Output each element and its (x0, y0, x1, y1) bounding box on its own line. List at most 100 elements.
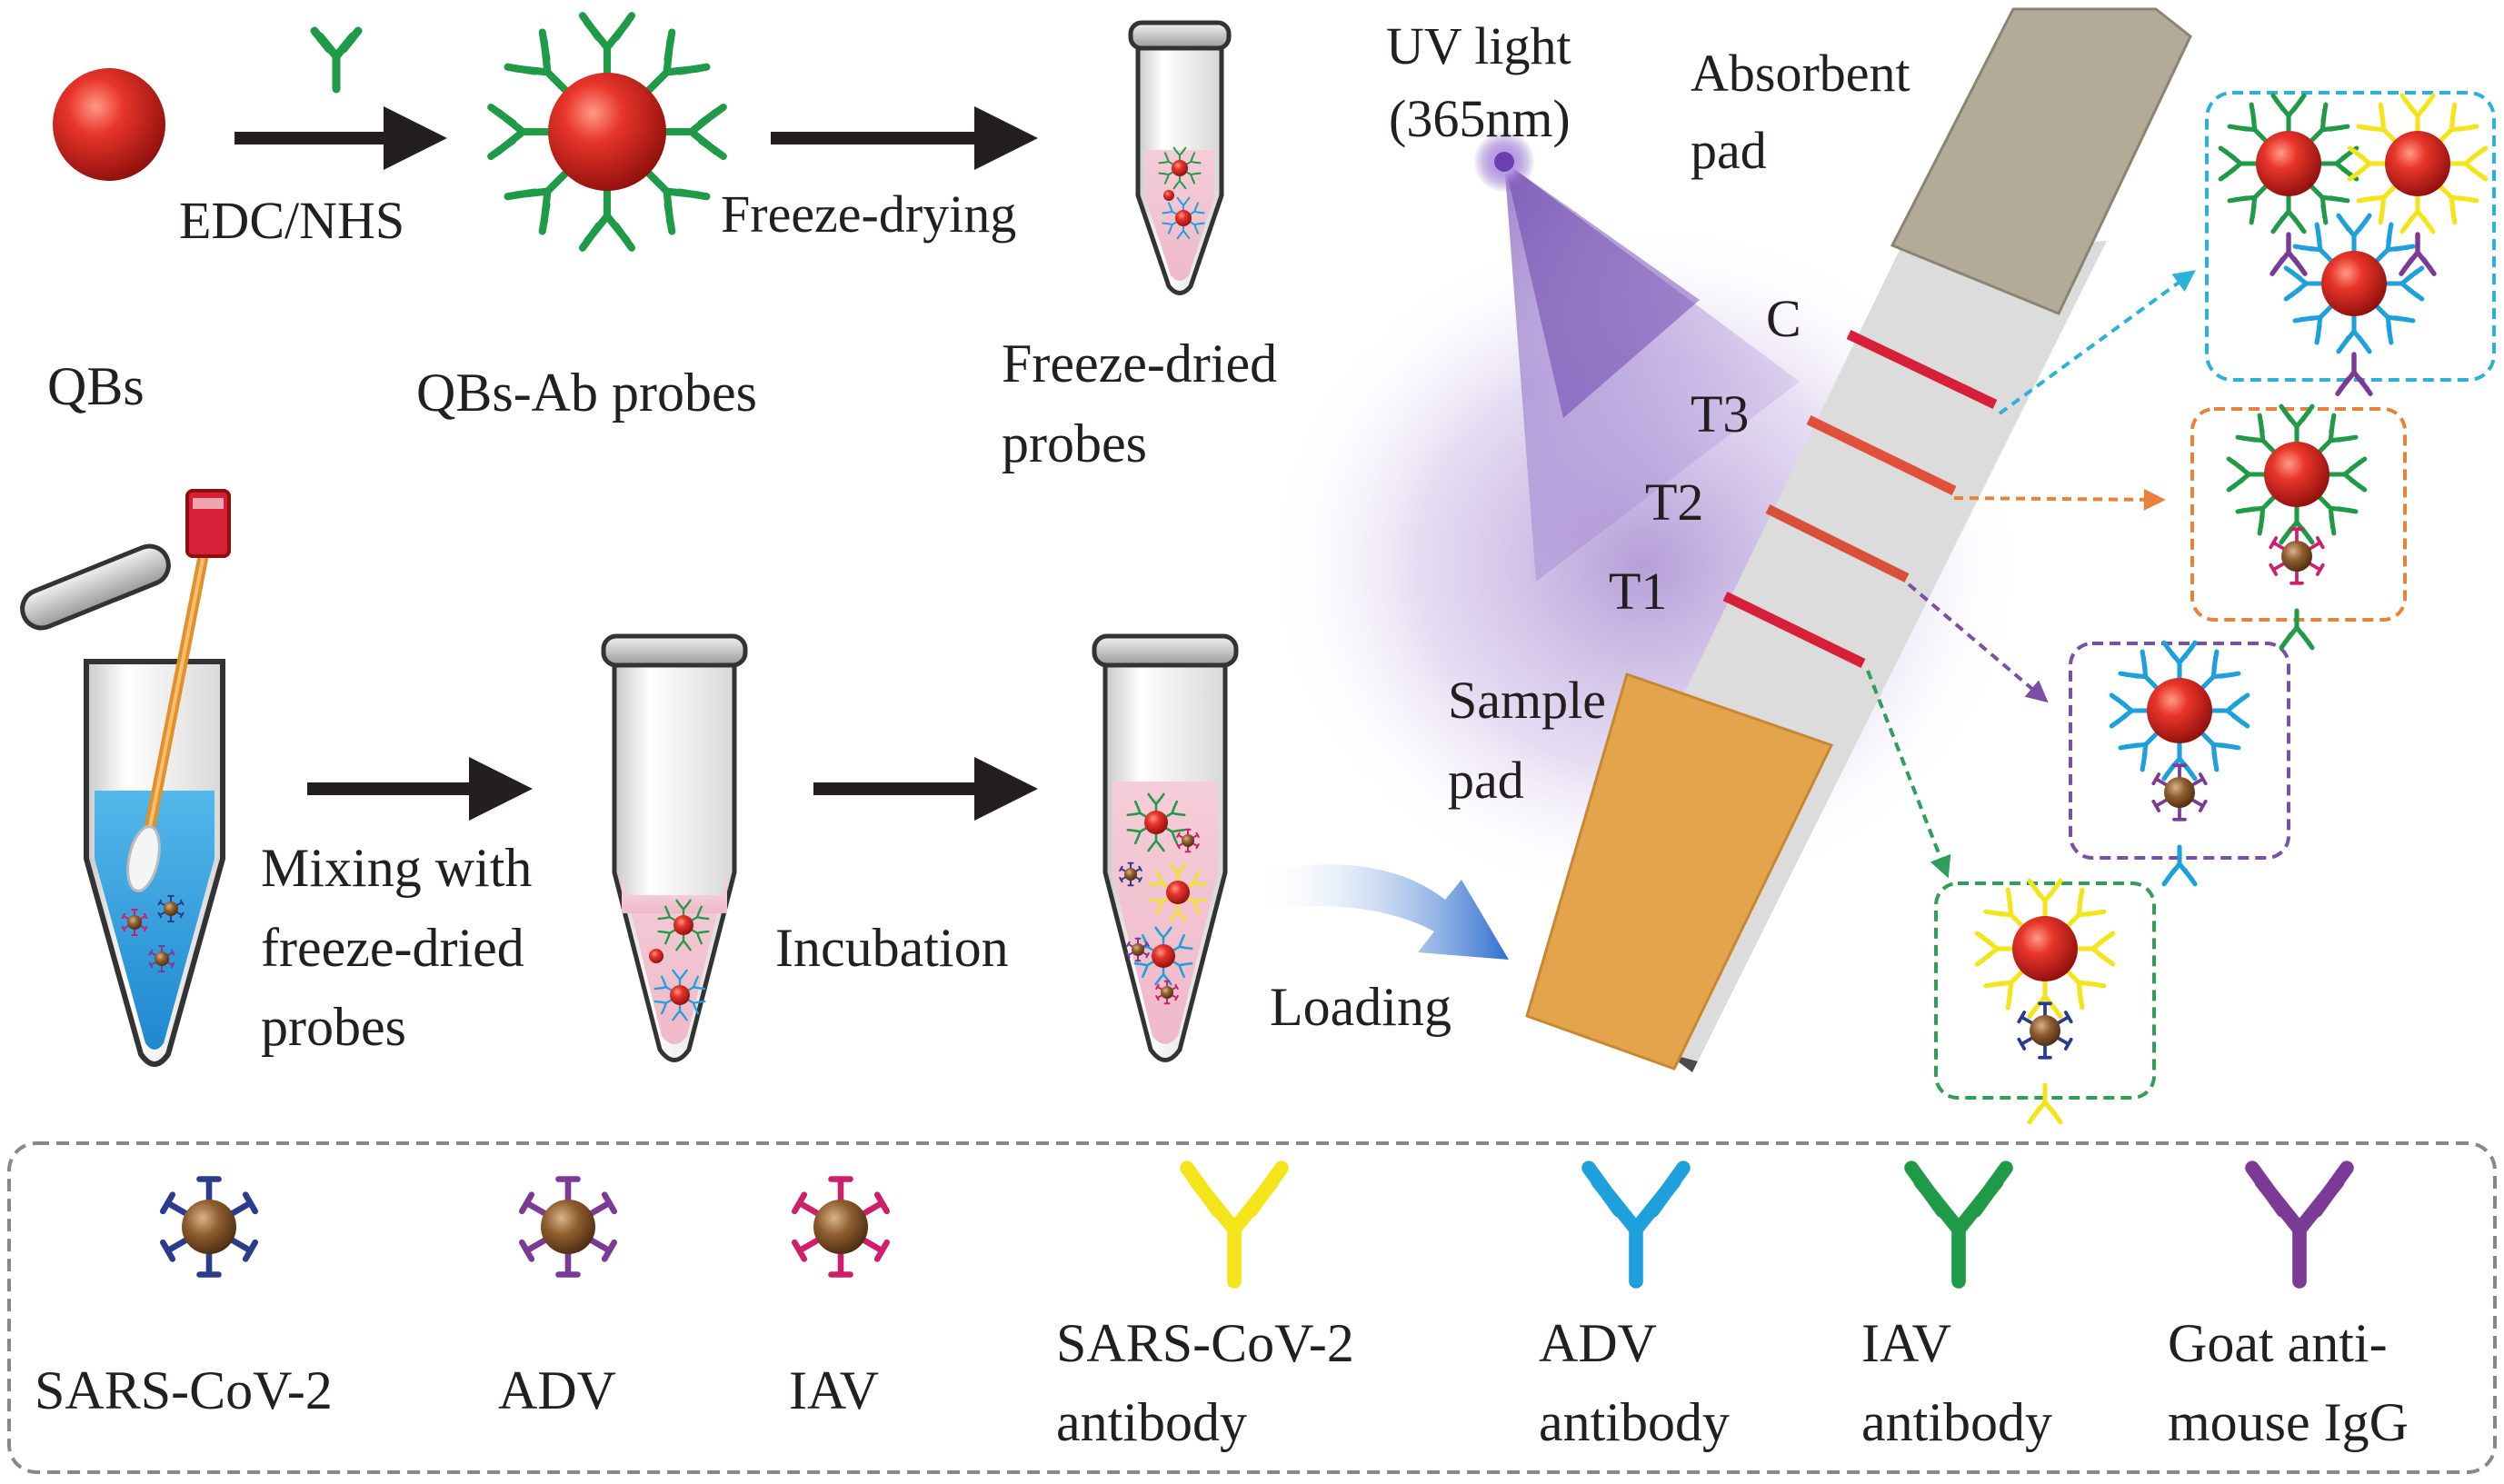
label-sample-2: pad (1448, 751, 1524, 810)
qb-probe (1126, 792, 1186, 852)
antibody-icon (2270, 93, 2307, 135)
antibody-icon (2161, 640, 2198, 682)
antibody-icon (2356, 102, 2399, 144)
goat-antibody-icon (2335, 352, 2373, 396)
antibody-icon (2356, 183, 2399, 225)
legend-label-goat-2: mouse IgG (2168, 1392, 2409, 1452)
antibody-icon (2064, 968, 2107, 1011)
virus-particle (1155, 980, 1179, 1005)
antibody-icon (2292, 303, 2335, 345)
test-line-t1 (1722, 592, 1866, 668)
legend-box (7, 1141, 2497, 1474)
incubation-tube (1092, 633, 1239, 1062)
antibody-icon (1185, 870, 1208, 889)
antibody-icon (2027, 878, 2063, 921)
antibody-icon (2227, 183, 2270, 225)
legend-label-iav: IAV (789, 1360, 879, 1420)
freeze-dried-tube (1128, 20, 1232, 295)
antibody-icon (1983, 887, 2026, 930)
antibody-icon (1163, 800, 1186, 819)
qb-probe (2347, 93, 2489, 234)
label-line-t3: T3 (1691, 384, 1749, 443)
antibody-icon (1176, 224, 1191, 240)
iav-icon (791, 1176, 891, 1278)
virus-particle (148, 945, 175, 972)
label-incubation: Incubation (775, 918, 1009, 978)
legend-label-sars: SARS-CoV-2 (35, 1360, 333, 1420)
qb-probe (1158, 146, 1202, 190)
antibody-icon (2227, 102, 2270, 144)
legend-label-adv-ab-2: antibody (1539, 1392, 1730, 1452)
antibody-icon (653, 998, 674, 1015)
antibody-icon (2316, 413, 2359, 455)
antibody-icon (2437, 183, 2479, 225)
qb-particle (53, 68, 165, 181)
antibody-icon (2347, 145, 2389, 182)
antibody-icon (1185, 896, 1208, 915)
virus-particle (1119, 862, 1142, 887)
antibody-icon (2226, 456, 2269, 493)
antibody-icon (487, 103, 554, 161)
iav-antibody-icon (1904, 1160, 2013, 1289)
antibody-icon (685, 998, 706, 1015)
antibody-icon (675, 899, 692, 919)
label-freeze-drying: Freeze-drying (721, 184, 1016, 244)
legend-label-iav-ab-1: IAV (1861, 1313, 1951, 1373)
box-t1-complex (1934, 881, 2156, 1100)
arrow-to-box-c (1998, 270, 2196, 415)
antibody-icon (2235, 493, 2278, 536)
antibody-icon (2382, 265, 2425, 302)
qb-probe (1974, 878, 2116, 1020)
legend-label-iav-ab-2: antibody (1861, 1392, 2052, 1452)
arrow-to-box-t3 (1953, 488, 2166, 511)
antibody-icon (672, 1001, 688, 1021)
qb-probe (1148, 862, 1208, 922)
antibody-icon (2064, 887, 2107, 930)
label-freeze-dried-1: Freeze-dried (1002, 334, 1277, 393)
label-edc-nhs: EDC/NHS (179, 191, 404, 250)
antibody-icon (1171, 960, 1193, 979)
label-sample-1: Sample (1448, 671, 1606, 730)
antibody-icon (1154, 964, 1172, 986)
sars-cov-2-icon (159, 1176, 259, 1278)
antibody-icon (578, 12, 636, 79)
goat-antibody-icon (2399, 232, 2437, 276)
legend-label-sars-ab-1: SARS-CoV-2 (1056, 1313, 1354, 1373)
qbs-ab-probe (487, 12, 727, 252)
label-line-t1: T1 (1609, 562, 1667, 621)
label-qbs: QBs (47, 356, 145, 416)
antibody-icon (1176, 196, 1191, 213)
antibody-icon (1188, 220, 1205, 234)
sars-antibody-icon (1180, 1160, 1289, 1289)
antibody-icon (2317, 145, 2359, 182)
complex-illustrations (1974, 93, 2489, 1125)
antibody-icon (643, 28, 711, 95)
antibody-icon (310, 26, 363, 94)
antibody-icon (2308, 183, 2350, 225)
adv-antibody-icon (1581, 1160, 1691, 1289)
label-mixing-1: Mixing with (261, 838, 532, 898)
qb-probe (487, 12, 727, 252)
goat-antibody-icon (2270, 232, 2308, 276)
antibody-icon (657, 905, 678, 922)
qb-probe (2283, 213, 2425, 354)
antibody-icon (685, 975, 706, 992)
label-uv-1: UV light (1386, 16, 1571, 75)
antibody-icon (1148, 896, 1171, 915)
qb-probe (1133, 926, 1193, 986)
qb-probe (657, 899, 710, 951)
box-t2-complex (2069, 642, 2290, 860)
absorbent-pad (1890, 7, 2192, 315)
antibody-icon (2279, 403, 2315, 446)
virus-particle (2269, 527, 2325, 585)
antibody-icon (2118, 730, 2160, 772)
legend-icons (159, 1160, 2354, 1289)
antibody-icon (2325, 456, 2368, 493)
antibody-icon (1154, 926, 1172, 948)
legend-label-adv: ADV (498, 1360, 616, 1420)
antibody-icon (1188, 202, 1205, 216)
antibody-icon (2446, 145, 2489, 182)
test-strip (1525, 7, 2192, 1072)
antibody-icon (2208, 692, 2250, 729)
